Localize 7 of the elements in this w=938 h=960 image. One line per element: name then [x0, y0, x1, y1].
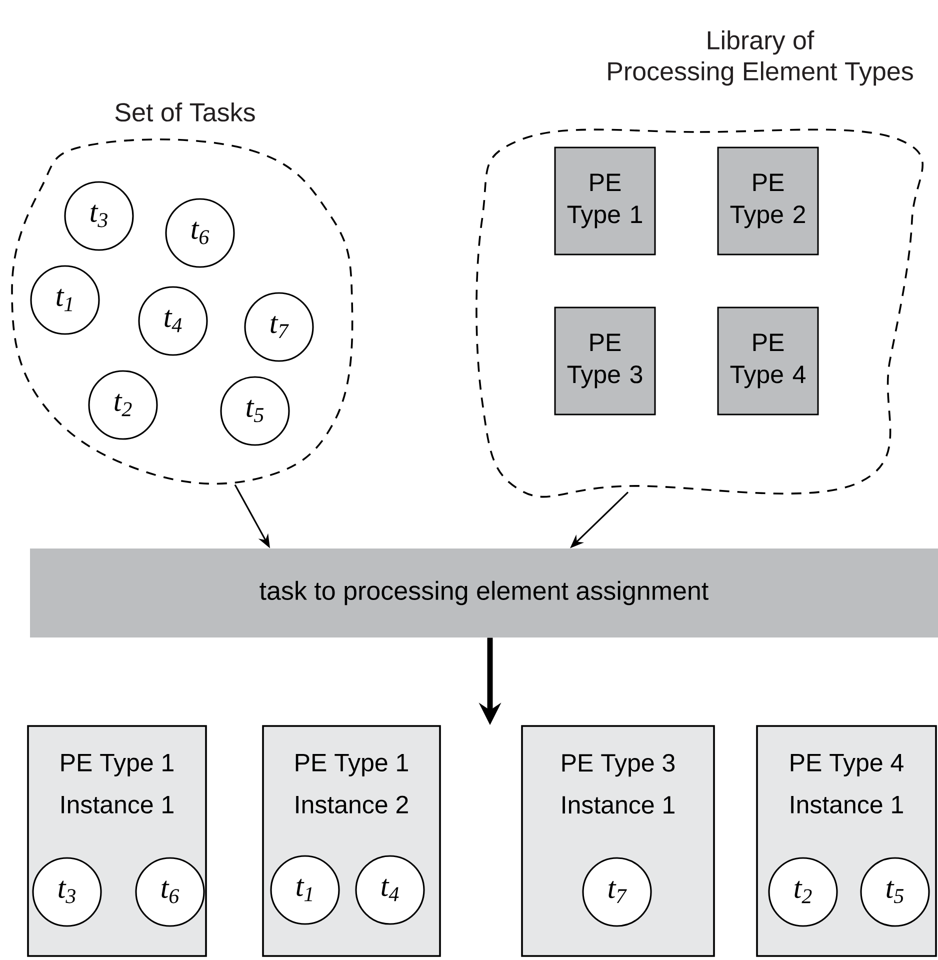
type-box: PE Type 4 — [717, 306, 819, 416]
assignment-bar: task to processing element assignment — [30, 548, 938, 638]
group-heading: Set of Tasks — [115, 102, 255, 122]
group-heading: Library of Processing Element Types — [608, 30, 913, 86]
type-box: PE Type 1 — [554, 146, 656, 256]
type-box: PE Type 2 — [717, 146, 819, 256]
type-box: PE Type 3 — [554, 306, 656, 416]
